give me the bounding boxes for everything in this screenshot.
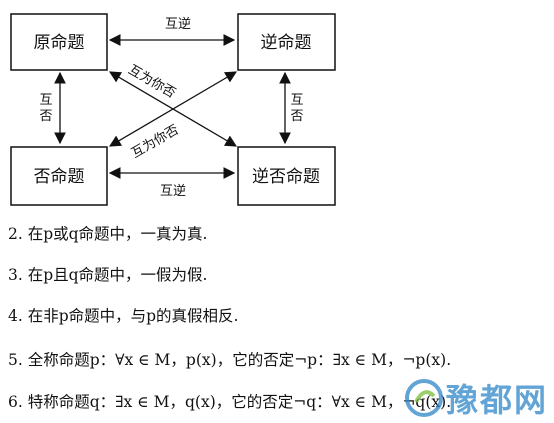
edge-label-diag-a: 互为你否 bbox=[125, 62, 178, 101]
rule-universal: 5. 全称命题p：∀x ∈ M，p(x)，它的否定¬p：∃x ∈ M，¬p(x)… bbox=[8, 351, 452, 369]
box-contrapositive bbox=[237, 146, 336, 206]
edge-label-diag-b: 互为你否 bbox=[129, 122, 182, 161]
box-contrapositive-label: 逆否命题 bbox=[252, 167, 320, 187]
rule-existential: 6. 特称命题q：∃x ∈ M，q(x)，它的否定¬q：∀x ∈ M，¬q(x)… bbox=[8, 393, 452, 411]
edge-label-top: 互逆 bbox=[165, 16, 191, 32]
arrow-diag-b bbox=[108, 71, 238, 147]
box-inverse-label: 否命题 bbox=[34, 167, 85, 187]
edge-label-left: 互否 bbox=[39, 93, 52, 124]
watermark-logo-icon bbox=[404, 379, 443, 417]
rule-not: 4. 在非p命题中，与p的真假相反. bbox=[8, 307, 239, 325]
watermark: 豫都网 bbox=[402, 375, 548, 421]
box-converse bbox=[237, 13, 336, 71]
box-converse-label: 逆命题 bbox=[261, 33, 312, 53]
box-original bbox=[10, 13, 108, 71]
edge-label-bottom: 互逆 bbox=[160, 183, 186, 199]
edge-label-right: 互否 bbox=[290, 93, 303, 124]
relation-diagram: 原命题 逆命题 否命题 逆否命题 互逆 互逆 互否 互否 互为你否 互为你否 bbox=[10, 13, 336, 206]
watermark-text: 豫都网 bbox=[445, 381, 548, 419]
box-original-label: 原命题 bbox=[34, 33, 85, 53]
rule-or: 2. 在p或q命题中，一真为真. bbox=[8, 225, 208, 243]
box-inverse bbox=[10, 146, 108, 206]
rule-and: 3. 在p且q命题中，一假为假. bbox=[8, 266, 208, 284]
